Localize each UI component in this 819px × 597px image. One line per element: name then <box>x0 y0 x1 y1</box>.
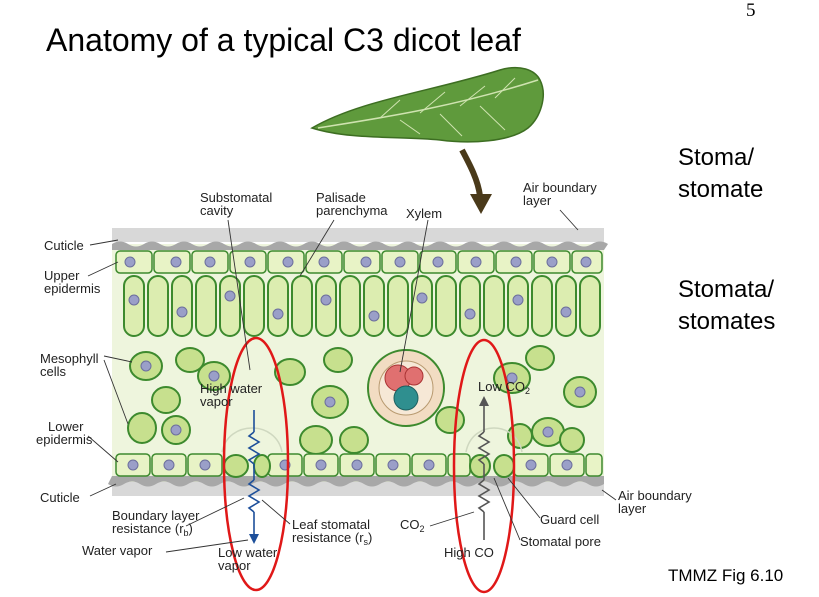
slide-title: Anatomy of a typical C3 dicot leaf <box>46 22 521 58</box>
label-guard-cell: Guard cell <box>540 512 599 527</box>
water-vapor-arrowhead <box>249 534 259 544</box>
label-high-water-vapor-1: High water <box>200 381 263 396</box>
label-substomatal-cavity-2: cavity <box>200 203 234 218</box>
label-co2-text: CO <box>400 517 420 532</box>
label-substomatal-cavity-1: Substomatal <box>200 190 272 205</box>
co2-diffusion-path <box>477 404 491 540</box>
label-boundary-close: ) <box>189 521 193 536</box>
label-boundary-resistance-2-text: resistance (r <box>112 521 184 536</box>
note-stoma-line1: Stoma/ <box>678 144 755 171</box>
label-mesophyll-2: cells <box>40 364 67 379</box>
palisade-cells <box>123 275 601 337</box>
vascular-bundle <box>367 349 445 427</box>
label-stomatal-resistance-2: resistance (rs) <box>292 530 372 547</box>
label-co2-sub: 2 <box>420 524 425 534</box>
label-stomatal-pore: Stomatal pore <box>520 534 601 549</box>
label-lower-epidermis-1: Lower <box>48 419 84 434</box>
label-water-vapor: Water vapor <box>82 543 153 558</box>
leader-lines <box>87 209 617 553</box>
substomatal-cavity-right <box>465 427 523 453</box>
label-high-co2: High CO <box>444 545 494 560</box>
air-boundary-top <box>112 228 604 242</box>
label-boundary-resistance-1: Boundary layer <box>112 508 200 523</box>
label-mesophyll-1: Mesophyll <box>40 351 99 366</box>
label-stomatal-resistance-2-text: resistance (r <box>292 530 364 545</box>
page-number: 5 <box>746 0 756 21</box>
label-upper-epidermis-2: epidermis <box>44 281 101 296</box>
label-stomatal-sub: s <box>364 537 369 547</box>
label-stomatal-resistance-1: Leaf stomatal <box>292 517 370 532</box>
cuticle-top <box>112 241 608 250</box>
zoom-arrow <box>459 148 492 214</box>
label-low-co2-sub: 2 <box>525 386 530 396</box>
note-stomata: Stomata/ stomates <box>678 274 775 338</box>
label-low-co2-text: Low CO <box>478 379 525 394</box>
leaf-icon <box>310 66 544 143</box>
cuticle-bottom <box>108 476 604 487</box>
lower-epidermis-nuclei <box>127 459 573 471</box>
note-stoma: Stoma/ stomate <box>678 142 763 206</box>
label-air-boundary-top-1: Air boundary <box>523 180 597 195</box>
note-stomata-line1: Stomata/ <box>678 276 775 303</box>
label-low-water-vapor-1: Low water <box>218 545 278 560</box>
label-upper-epidermis-1: Upper <box>44 268 80 283</box>
label-cuticle-bottom: Cuticle <box>40 490 80 505</box>
spongy-nuclei <box>140 360 586 438</box>
label-air-boundary-bottom-1: Air boundary <box>618 488 692 503</box>
note-stomata-line2: stomates <box>678 308 776 335</box>
upper-epidermis-cells <box>115 250 603 274</box>
label-palisade-2: parenchyma <box>316 203 388 218</box>
palisade-nuclei <box>128 290 572 322</box>
label-xylem: Xylem <box>406 206 442 221</box>
water-vapor-diffusion-path <box>247 410 261 536</box>
label-boundary-resistance-2: resistance (rb) <box>112 521 193 538</box>
label-high-water-vapor-2: vapor <box>200 394 233 409</box>
label-co2: CO2 <box>400 517 425 534</box>
label-stomatal-close: ) <box>368 530 372 545</box>
red-highlight-ellipse-right <box>452 338 516 594</box>
figure-citation: TMMZ Fig 6.10 <box>668 566 784 585</box>
label-air-boundary-top-2: layer <box>523 193 552 208</box>
upper-epidermis-nuclei <box>124 256 592 268</box>
red-highlight-ellipse-left <box>222 336 290 592</box>
note-stoma-line2: stomate <box>678 176 764 203</box>
label-low-co2: Low CO2 <box>478 379 530 396</box>
label-air-boundary-bottom-2: layer <box>618 501 647 516</box>
label-lower-epidermis-2: epidermis <box>36 432 93 447</box>
label-palisade-1: Palisade <box>316 190 366 205</box>
co2-arrowhead <box>479 396 489 406</box>
label-boundary-sub: b <box>184 528 189 538</box>
label-low-water-vapor-2: vapor <box>218 558 251 573</box>
label-cuticle-top: Cuticle <box>44 238 84 253</box>
